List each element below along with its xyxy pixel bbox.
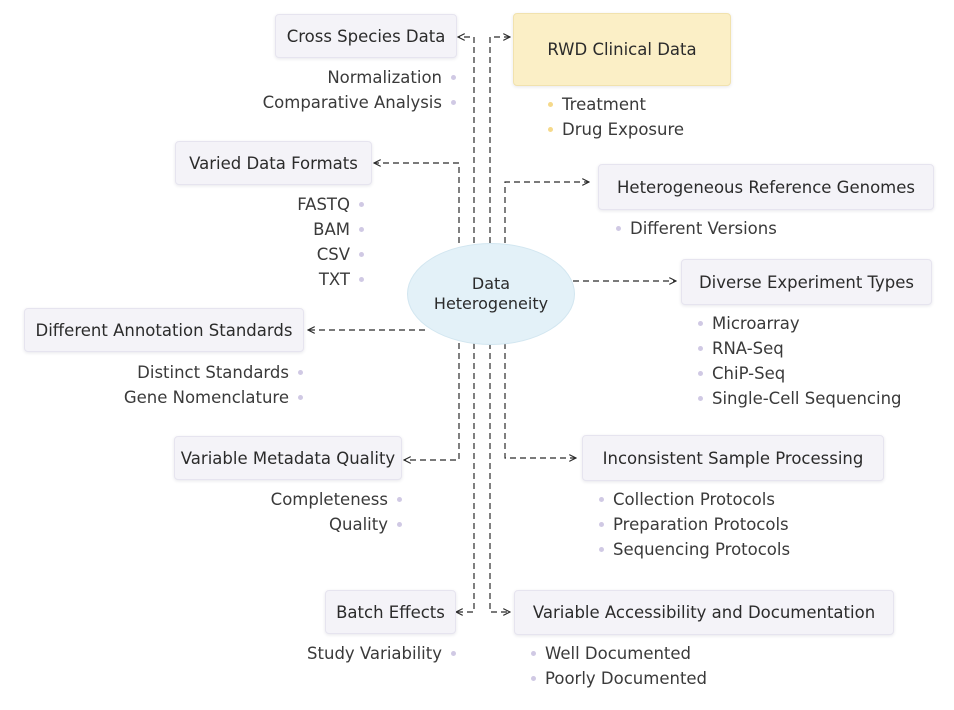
bullet-icon [531,676,536,681]
node-batch-effects: Batch Effects [325,590,456,634]
list-item: FASTQ [297,192,364,217]
bullet-icon [599,547,604,552]
list-item: Drug Exposure [548,117,684,142]
list-item: Different Versions [616,216,777,241]
bullet-icon [698,321,703,326]
list-item: BAM [297,217,364,242]
bullet-icon [359,202,364,207]
node-inconsistent-sample-processing: Inconsistent Sample Processing [582,435,884,481]
node-diverse-experiment-types: Diverse Experiment Types [681,259,932,305]
bullet-icon [451,100,456,105]
list-item: Collection Protocols [599,487,790,512]
node-title: Different Annotation Standards [35,320,293,340]
bullet-icon [359,252,364,257]
cross-species-items: Normalization Comparative Analysis [263,65,456,115]
annotation-standards-items: Distinct Standards Gene Nomenclature [124,360,303,410]
center-node-line-2: Heterogeneity [433,294,549,313]
experiment-types-items: Microarray RNA-Seq ChiP-Seq Single-Cell … [698,311,902,411]
list-item: Gene Nomenclature [124,385,303,410]
connector-reference-genomes [504,182,589,243]
node-title: Inconsistent Sample Processing [602,448,864,468]
reference-genomes-items: Different Versions [616,216,777,241]
list-item: Treatment [548,92,684,117]
bullet-icon [599,497,604,502]
bullet-icon [616,226,621,231]
bullet-icon [698,371,703,376]
connector-varied-formats [374,163,460,243]
bullet-icon [298,370,303,375]
bullet-icon [698,396,703,401]
bullet-icon [548,127,553,132]
list-item: Microarray [698,311,902,336]
connector-accessibility [489,343,510,612]
bullet-icon [698,346,703,351]
accessibility-items: Well Documented Poorly Documented [531,641,707,691]
connector-batch-effects [456,343,475,612]
varied-formats-items: FASTQ BAM CSV TXT [297,192,364,292]
list-item: ChiP-Seq [698,361,902,386]
bullet-icon [397,522,402,527]
list-item: Quality [271,512,402,537]
center-node-data-heterogeneity: Data Heterogeneity [407,243,575,345]
node-title: Cross Species Data [286,26,446,46]
list-item: TXT [297,267,364,292]
node-title: Varied Data Formats [189,153,358,173]
list-item: CSV [297,242,364,267]
node-title: Batch Effects [336,602,445,622]
bullet-icon [397,497,402,502]
center-node-line-1: Data [471,274,511,293]
node-title: Diverse Experiment Types [698,272,915,292]
bullet-icon [359,227,364,232]
bullet-icon [599,522,604,527]
list-item: Poorly Documented [531,666,707,691]
bullet-icon [451,651,456,656]
connector-sample-processing [504,343,576,458]
bullet-icon [451,75,456,80]
list-item: Single-Cell Sequencing [698,386,902,411]
list-item: Normalization [263,65,456,90]
node-heterogeneous-reference-genomes: Heterogeneous Reference Genomes [598,164,934,210]
connector-cross-species [458,37,475,243]
connector-metadata-quality [404,343,460,460]
list-item: Study Variability [307,641,456,666]
list-item: Distinct Standards [124,360,303,385]
rwd-clinical-items: Treatment Drug Exposure [548,92,684,142]
batch-effects-items: Study Variability [307,641,456,666]
bullet-icon [531,651,536,656]
bullet-icon [548,102,553,107]
node-title: Variable Metadata Quality [180,448,396,468]
sample-processing-items: Collection Protocols Preparation Protoco… [599,487,790,562]
node-cross-species-data: Cross Species Data [275,14,457,58]
node-variable-metadata-quality: Variable Metadata Quality [174,436,402,480]
node-variable-accessibility-and-documentation: Variable Accessibility and Documentation [514,590,894,635]
node-title: Variable Accessibility and Documentation [532,603,876,622]
node-rwd-clinical-data: RWD Clinical Data [513,13,731,86]
node-title: Heterogeneous Reference Genomes [617,177,915,197]
connector-rwd-clinical [489,37,510,243]
list-item: Preparation Protocols [599,512,790,537]
list-item: RNA-Seq [698,336,902,361]
list-item: Well Documented [531,641,707,666]
bullet-icon [298,395,303,400]
list-item: Comparative Analysis [263,90,456,115]
node-varied-data-formats: Varied Data Formats [175,141,372,185]
bullet-icon [359,277,364,282]
list-item: Sequencing Protocols [599,537,790,562]
node-different-annotation-standards: Different Annotation Standards [24,308,304,352]
node-title: RWD Clinical Data [547,40,697,59]
metadata-quality-items: Completeness Quality [271,487,402,537]
list-item: Completeness [271,487,402,512]
